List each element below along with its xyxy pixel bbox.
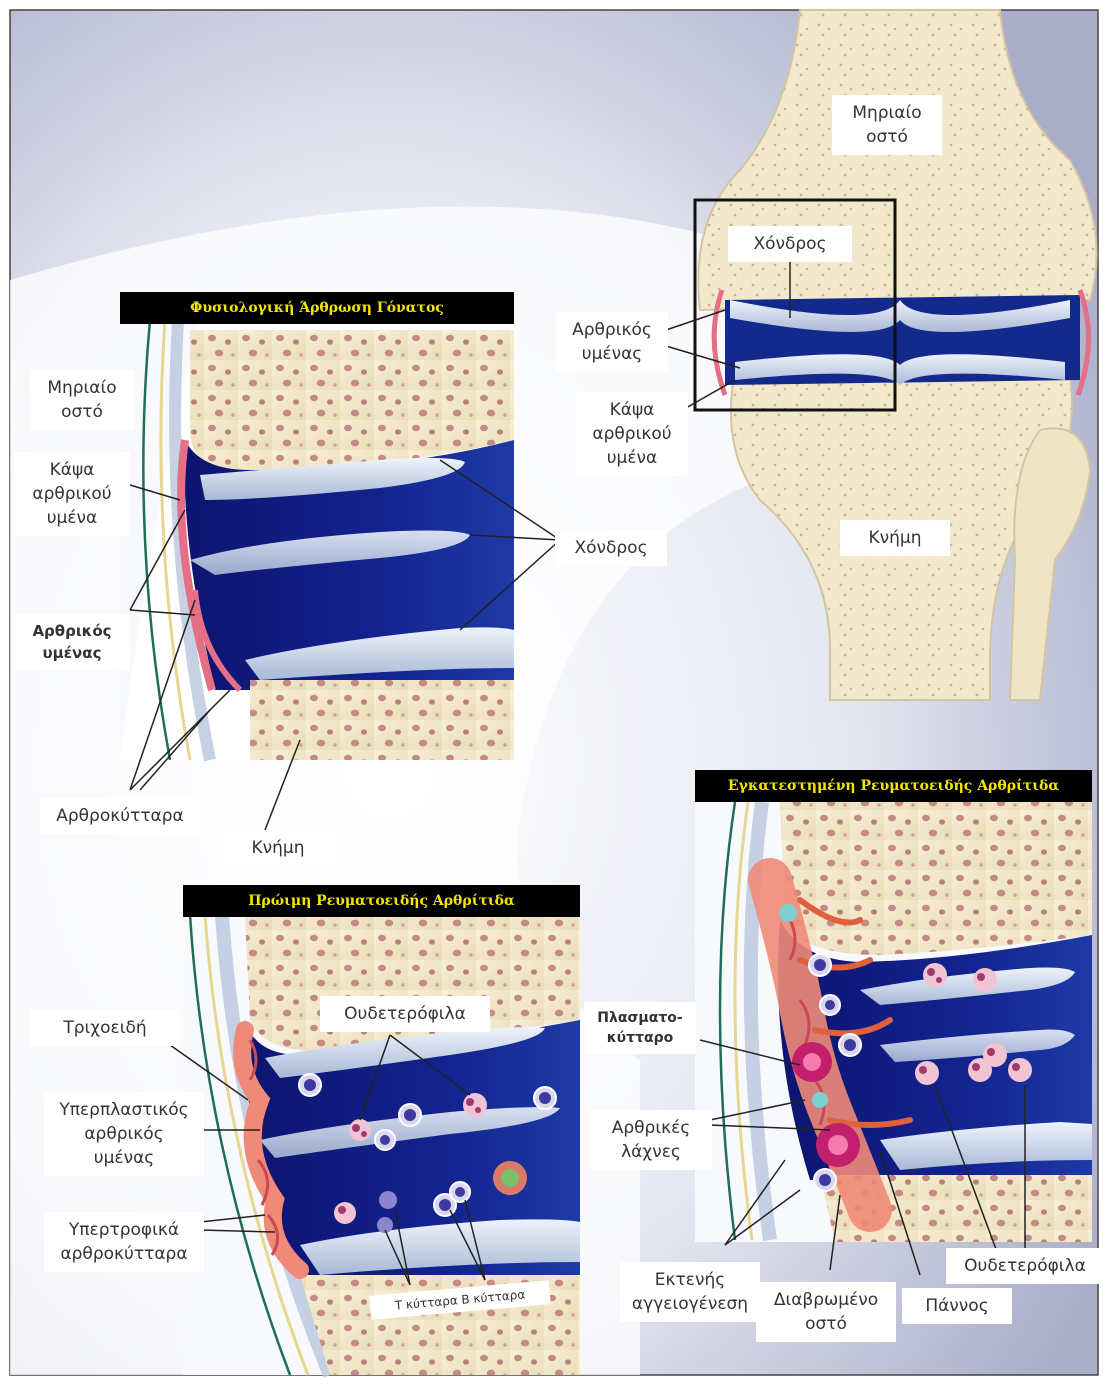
label-pannus-established: Πάννος — [902, 1288, 1012, 1324]
label-neutrophils-established: Ουδετερόφιλα — [946, 1248, 1104, 1284]
label-neutrophils-early: Ουδετερόφιλα — [320, 996, 490, 1032]
normal-joint-illustration — [120, 320, 560, 830]
label-plasma-established: Πλασματο- κύτταρο — [584, 1002, 696, 1054]
label-angiogenesis-established: Εκτενής αγγειογένεση — [620, 1262, 760, 1322]
label-capsule-normal: Κάψα αρθρικού υμένα — [14, 452, 130, 536]
label-capillaries-early: Τριχοειδή — [30, 1010, 180, 1046]
panel-title-early: Πρώιμη Ρευματοειδής Αρθρίτιδα — [183, 885, 580, 917]
label-capsule-overview: Κάψα αρθρικού υμένα — [576, 392, 688, 476]
label-tibia-overview: Κνήμη — [840, 520, 950, 556]
panel-title-normal: Φυσιολογική Άρθρωση Γόνατος — [120, 292, 514, 324]
label-chondrocytes-normal: Αρθροκύτταρα — [40, 798, 200, 834]
label-synovium-normal: Αρθρικός υμένας — [14, 614, 130, 670]
panel-title-established: Εγκατεστημένη Ρευματοειδής Αρθρίτιδα — [695, 770, 1092, 802]
label-tibia-normal: Κνήμη — [222, 830, 334, 866]
label-femur-overview: Μηριαίο οστό — [832, 95, 942, 155]
established-ra-illustration — [695, 802, 1092, 1275]
label-femur-normal: Μηριαίο οστό — [30, 370, 134, 430]
label-eroded-bone-established: Διαβρωμένο οστό — [756, 1282, 896, 1342]
label-villi-established: Αρθρικές λάχνες — [590, 1110, 712, 1170]
label-hyperplastic-early: Υπερπλαστικός αρθρικός υμένας — [44, 1092, 204, 1176]
label-synovium-overview: Αρθρικός υμένας — [556, 312, 668, 372]
label-cartilage-normal: Χόνδρος — [555, 530, 667, 566]
label-cartilage-overview: Χόνδρος — [728, 226, 852, 262]
label-hypertrophic-early: Υπερτροφικά αρθροκύτταρα — [44, 1212, 204, 1272]
